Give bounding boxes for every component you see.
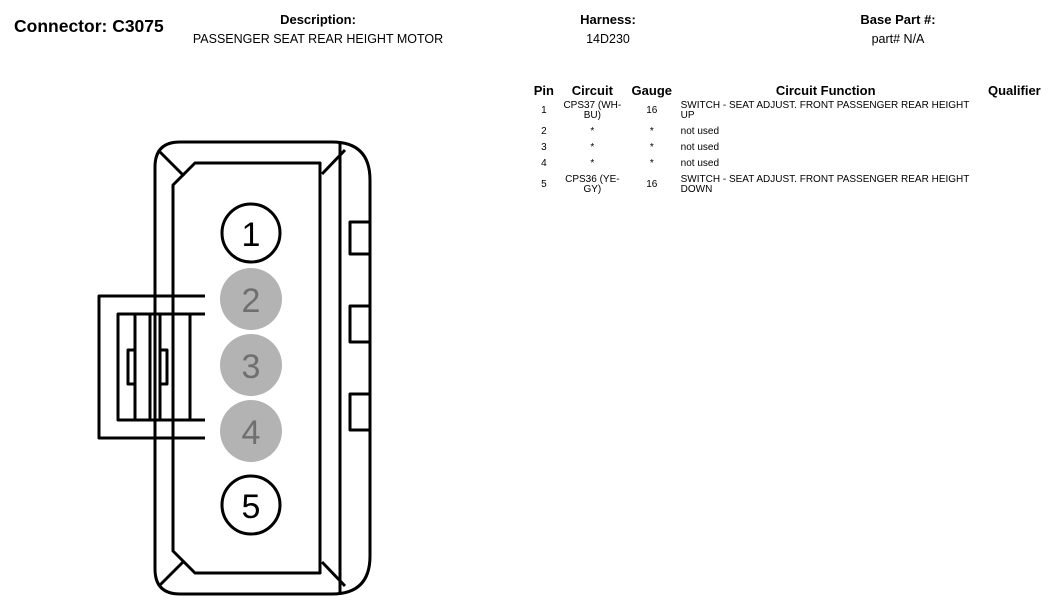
- cell-circuit: CPS37 (WH-BU): [563, 100, 622, 121]
- harness-value: 14D230: [586, 32, 630, 46]
- pinout-header-row: Pin Circuit Gauge Circuit Function Quali…: [530, 82, 1054, 98]
- pin-2: 2: [220, 268, 282, 330]
- cell-qualifier: [975, 156, 1054, 172]
- cell-pin: 4: [541, 158, 547, 169]
- pin-4-label: 4: [242, 414, 261, 452]
- table-row: 3 * * not used: [530, 140, 1054, 156]
- latch-notch-r: [160, 348, 169, 386]
- cell-gauge: *: [649, 158, 654, 169]
- housing-inner: [171, 161, 322, 575]
- table-row: 4 * * not used: [530, 156, 1054, 172]
- description-block: Description: PASSENGER SEAT REAR HEIGHT …: [178, 12, 458, 47]
- base-part-label: Base Part #:: [860, 12, 936, 27]
- pin-2-circle: [220, 268, 282, 330]
- cell-pin: 1: [541, 105, 547, 116]
- pin-4-circle: [220, 400, 282, 462]
- cell-pin: 3: [541, 142, 547, 153]
- base-part-value: part# N/A: [871, 32, 925, 46]
- pinout-table: Pin Circuit Gauge Circuit Function Quali…: [530, 82, 1054, 198]
- pin-5-circle: [220, 474, 282, 536]
- latch-notch-l: [126, 348, 135, 386]
- corner-chamfer-tr: [320, 148, 347, 176]
- cell-pin: 5: [541, 179, 547, 190]
- harness-label: Harness:: [580, 12, 636, 27]
- cell-circuit: *: [590, 142, 595, 153]
- table-row: 1 CPS37 (WH-BU) 16 SWITCH - SEAT ADJUST.…: [530, 98, 1054, 124]
- pin-3-circle: [220, 334, 282, 396]
- side-tab-2: [348, 304, 372, 344]
- cell-gauge: 16: [646, 179, 658, 190]
- pin-5: 5: [220, 474, 282, 536]
- header-circuit-function: Circuit Function: [775, 83, 876, 98]
- cell-gauge: 16: [646, 105, 658, 116]
- cell-qualifier: [975, 140, 1054, 156]
- connector-title: Connector: C3075: [14, 16, 164, 36]
- cell-circuit: CPS36 (YE-GY): [565, 174, 620, 195]
- cell-function: SWITCH - SEAT ADJUST. FRONT PASSENGER RE…: [680, 174, 970, 195]
- cell-function: not used: [680, 158, 720, 169]
- base-part-block: Base Part #: part# N/A: [838, 12, 958, 47]
- table-row: 2 * * not used: [530, 124, 1054, 140]
- cell-gauge: *: [649, 126, 654, 137]
- cell-circuit: *: [590, 158, 595, 169]
- corner-chamfer-tl: [158, 150, 186, 178]
- table-row: 5 CPS36 (YE-GY) 16 SWITCH - SEAT ADJUST.…: [530, 172, 1054, 198]
- side-tab-3: [348, 392, 372, 432]
- pin-3: 3: [220, 334, 282, 396]
- harness-block: Harness: 14D230: [558, 12, 658, 47]
- connector-face-diagram: 1 2 3 4 5: [97, 140, 372, 596]
- pin-1: 1: [220, 202, 282, 264]
- cell-circuit: *: [590, 126, 595, 137]
- header-circuit: Circuit: [571, 83, 613, 98]
- latch-outer: [97, 294, 205, 440]
- pin-5-label: 5: [242, 488, 261, 526]
- cell-function: SWITCH - SEAT ADJUST. FRONT PASSENGER RE…: [680, 100, 970, 121]
- header-pin: Pin: [533, 83, 554, 98]
- header-gauge: Gauge: [631, 83, 673, 98]
- cell-function: not used: [680, 142, 720, 153]
- pin-2-label: 2: [242, 282, 261, 320]
- cell-qualifier: [975, 172, 1054, 198]
- cell-qualifier: [975, 124, 1054, 140]
- cell-function: not used: [680, 126, 720, 137]
- side-tab-1: [348, 220, 372, 256]
- corner-chamfer-br: [320, 560, 347, 588]
- cell-qualifier: [975, 98, 1054, 124]
- corner-chamfer-bl: [158, 559, 186, 587]
- pin-1-circle: [220, 202, 282, 264]
- description-label: Description:: [280, 12, 356, 27]
- housing-outer: [153, 140, 372, 596]
- pin-4: 4: [220, 400, 282, 462]
- pin-1-label: 1: [242, 216, 261, 254]
- description-value: PASSENGER SEAT REAR HEIGHT MOTOR: [192, 32, 444, 46]
- cell-gauge: *: [649, 142, 654, 153]
- cell-pin: 2: [541, 126, 547, 137]
- pin-3-label: 3: [242, 348, 261, 386]
- header-qualifier: Qualifier: [988, 83, 1041, 98]
